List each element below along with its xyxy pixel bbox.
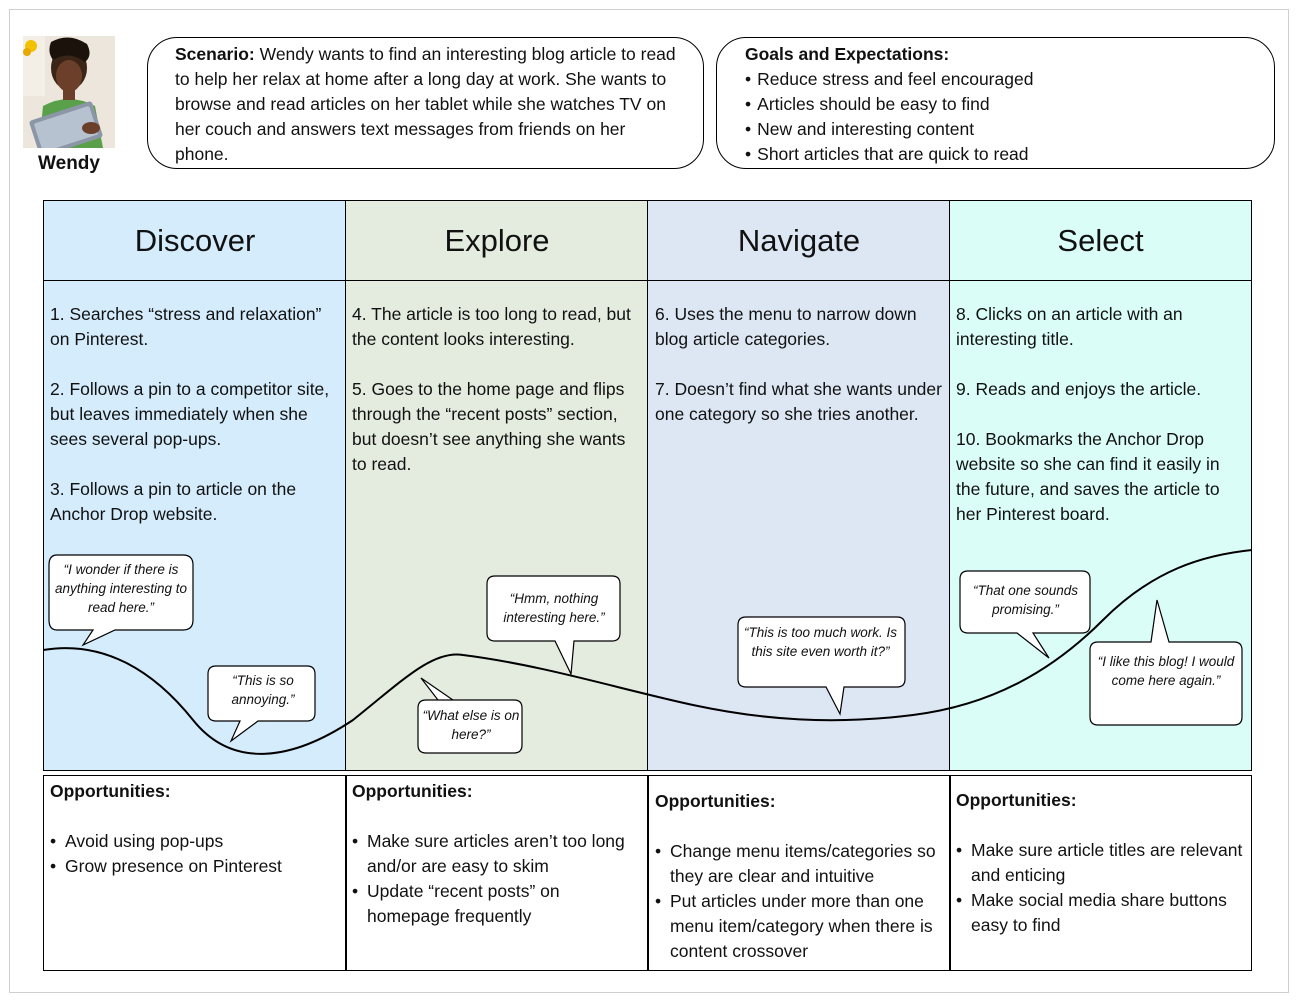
opportunity-item: Make sure article titles are relevant an… — [956, 838, 1245, 888]
step-item: 2. Follows a pin to a competitor site, b… — [50, 379, 330, 449]
goals-box: Goals and Expectations: Reduce stress an… — [716, 37, 1275, 169]
opportunity-item: Make sure articles aren’t too long and/o… — [352, 829, 642, 879]
step-item: 4. The article is too long to read, but … — [352, 304, 631, 349]
quote-text: “I like this blog! I would come here aga… — [1097, 654, 1235, 688]
step-item: 1. Searches “stress and relaxation” on P… — [50, 304, 322, 349]
opportunities-label: Opportunities: — [352, 781, 473, 801]
step-item: 5. Goes to the home page and flips throu… — [352, 379, 626, 474]
goal-item: Short articles that are quick to read — [745, 142, 1258, 167]
opportunity-item: Put articles under more than one menu it… — [655, 889, 944, 964]
opportunities-label: Opportunities: — [655, 791, 776, 811]
quote-text: “That one sounds promising.” — [972, 583, 1079, 617]
phase-title: Discover — [44, 201, 346, 281]
quote-text: “This is so annoying.” — [231, 673, 295, 707]
phase-title: Navigate — [648, 201, 950, 281]
opportunity-item: Change menu items/categories so they are… — [655, 839, 944, 889]
persona-name: Wendy — [38, 153, 100, 174]
step-item: 7. Doesn’t find what she wants under one… — [655, 379, 942, 424]
opportunity-item: Update “recent posts” on homepage freque… — [352, 879, 642, 929]
opportunities-explore: Opportunities: Make sure articles aren’t… — [345, 775, 649, 971]
phase-title: Select — [950, 201, 1251, 281]
opportunities-navigate: Opportunities: Change menu items/categor… — [647, 775, 951, 971]
phase-steps: 1. Searches “stress and relaxation” on P… — [50, 302, 340, 552]
opportunities-label: Opportunities: — [956, 790, 1077, 810]
goals-list: Reduce stress and feel encouraged Articl… — [745, 67, 1258, 167]
step-item: 6. Uses the menu to narrow down blog art… — [655, 304, 917, 349]
goal-item: New and interesting content — [745, 117, 1258, 142]
scenario-text: Wendy wants to find an interesting blog … — [175, 44, 676, 164]
phase-steps: 4. The article is too long to read, but … — [352, 302, 642, 502]
opportunities-select: Opportunities: Make sure article titles … — [949, 775, 1252, 971]
goal-item: Reduce stress and feel encouraged — [745, 67, 1258, 92]
opportunities-list: Change menu items/categories so they are… — [655, 839, 944, 964]
opportunity-item: Grow presence on Pinterest — [50, 854, 340, 879]
quote-text: “I wonder if there is anything interesti… — [54, 562, 188, 615]
phase-title: Explore — [346, 201, 648, 281]
phase-navigate: Navigate 6. Uses the menu to narrow down… — [647, 200, 951, 771]
page-frame — [9, 9, 1289, 993]
phase-steps: 6. Uses the menu to narrow down blog art… — [655, 302, 944, 452]
step-item: 9. Reads and enjoys the article. — [956, 379, 1202, 399]
phase-steps: 8. Clicks on an article with an interest… — [956, 302, 1245, 552]
opportunities-list: Avoid using pop-ups Grow presence on Pin… — [50, 829, 340, 879]
goal-item: Articles should be easy to find — [745, 92, 1258, 117]
opportunity-item: Avoid using pop-ups — [50, 829, 340, 854]
opportunity-item: Make social media share buttons easy to … — [956, 888, 1245, 938]
phase-explore: Explore 4. The article is too long to re… — [345, 200, 649, 771]
quote-text: “Hmm, nothing interesting here.” — [503, 591, 605, 625]
opportunities-list: Make sure article titles are relevant an… — [956, 838, 1245, 938]
step-item: 3. Follows a pin to article on the Ancho… — [50, 479, 297, 524]
persona-photo — [23, 36, 115, 148]
opportunities-list: Make sure articles aren’t too long and/o… — [352, 829, 642, 929]
scenario-label: Scenario: — [175, 44, 255, 64]
scenario-box: Scenario: Wendy wants to find an interes… — [147, 37, 704, 169]
goals-label: Goals and Expectations: — [745, 44, 950, 64]
step-item: 8. Clicks on an article with an interest… — [956, 304, 1183, 349]
quote-text: “This is too much work. Is this site eve… — [743, 625, 898, 659]
opportunities-discover: Opportunities: Avoid using pop-ups Grow … — [43, 775, 347, 971]
quote-text: “What else is on here?” — [422, 708, 520, 742]
opportunities-label: Opportunities: — [50, 781, 171, 801]
step-item: 10. Bookmarks the Anchor Drop website so… — [956, 429, 1220, 524]
opportunities-row: Opportunities: Avoid using pop-ups Grow … — [43, 775, 1252, 971]
